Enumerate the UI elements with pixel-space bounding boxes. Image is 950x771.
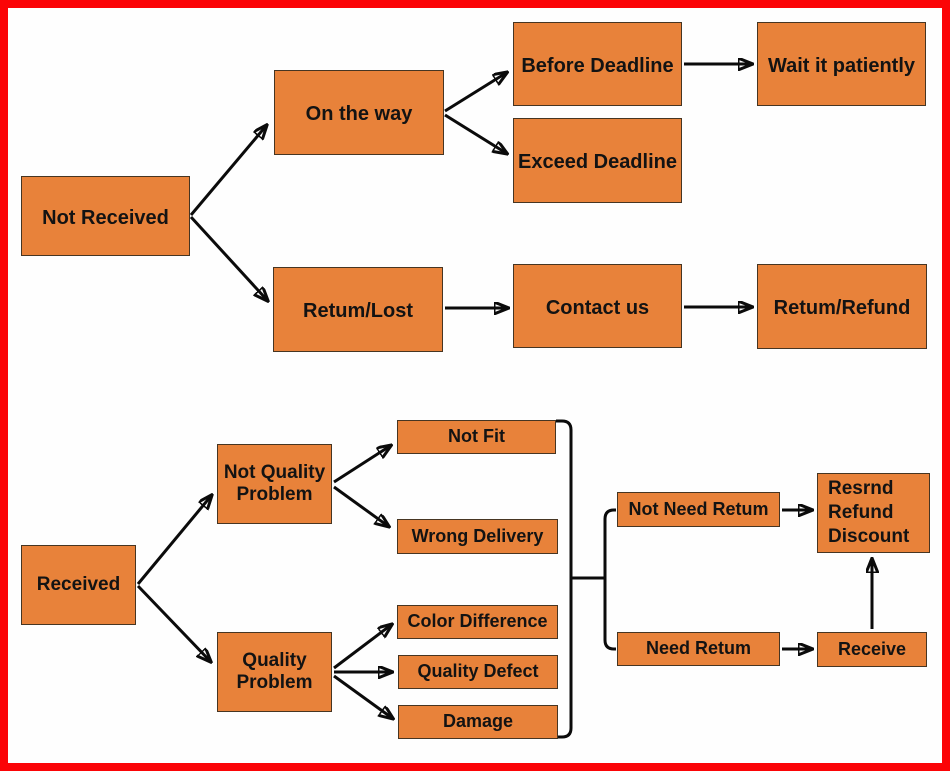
node-not-quality-problem: Not Quality Problem	[217, 444, 332, 524]
edge-quality-problem-damage	[333, 674, 392, 718]
edge-not-quality-problem-not-fit	[333, 446, 390, 484]
node-quality-defect: Quality Defect	[398, 655, 558, 689]
edge-not-received-on-the-way	[189, 126, 266, 216]
node-color-difference: Color Difference	[397, 605, 558, 639]
edge-quality-problem-color-difference	[333, 625, 391, 670]
edge-on-the-way-exceed-deadline	[444, 113, 506, 153]
node-not-need-retum: Not Need Retum	[617, 492, 780, 527]
node-quality-problem: Quality Problem	[217, 632, 332, 712]
node-not-received: Not Received	[21, 176, 190, 256]
edge-received-quality-problem	[136, 584, 210, 661]
edge-on-the-way-before-deadline	[444, 73, 506, 113]
node-not-fit: Not Fit	[397, 420, 556, 454]
node-before-deadline: Before Deadline	[513, 22, 682, 106]
node-need-retum: Need Retum	[617, 632, 780, 666]
node-wrong-delivery: Wrong Delivery	[397, 519, 558, 554]
bracket-outcomes	[556, 419, 573, 739]
node-wait-it-patiently: Wait it patiently	[757, 22, 926, 106]
edge-not-received-retum-lost	[189, 215, 267, 300]
node-retum-lost: Retum/Lost	[273, 267, 443, 352]
bracket-retum-choice	[603, 508, 616, 651]
node-damage: Damage	[398, 705, 558, 739]
node-on-the-way: On the way	[274, 70, 444, 155]
edge-not-quality-problem-wrong-delivery	[333, 485, 388, 526]
edge-received-not-quality-problem	[136, 496, 211, 585]
node-contact-us: Contact us	[513, 264, 682, 348]
node-receive: Receive	[817, 632, 927, 667]
node-exceed-deadline: Exceed Deadline	[513, 118, 682, 203]
node-retum-refund: Retum/Refund	[757, 264, 927, 349]
node-received: Received	[21, 545, 136, 625]
node-resrnd-refund-discount: Resrnd Refund Discount	[817, 473, 930, 553]
